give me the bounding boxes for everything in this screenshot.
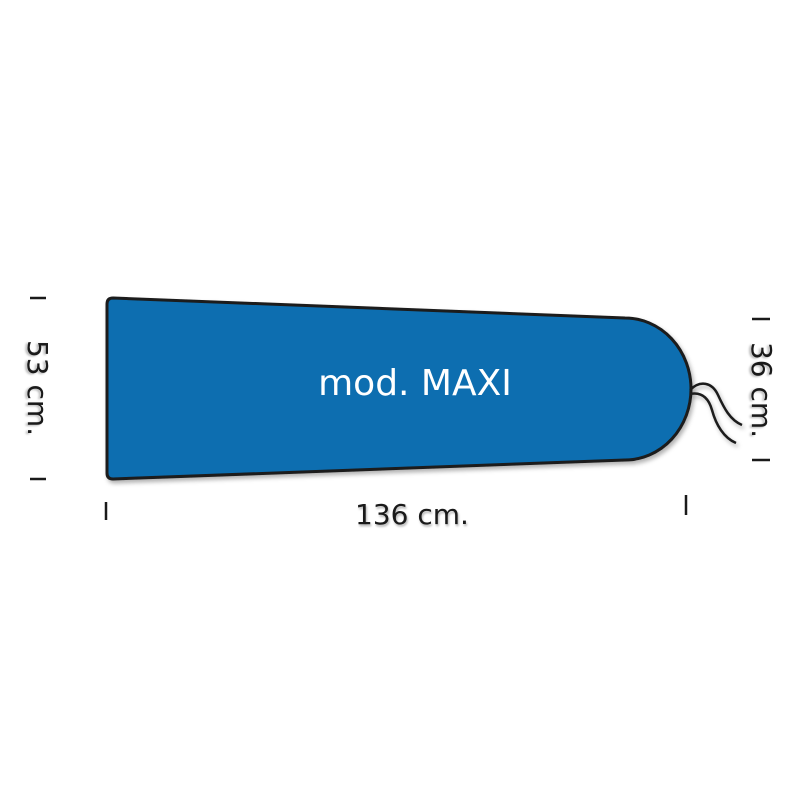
right-width-label: 36 cm. <box>745 342 778 438</box>
cover-shape <box>105 296 693 481</box>
model-label: mod. MAXI <box>318 363 512 404</box>
left-width-label: 53 cm. <box>21 340 54 436</box>
drawstring-icon <box>689 382 743 445</box>
length-label: 136 cm. <box>355 498 469 531</box>
